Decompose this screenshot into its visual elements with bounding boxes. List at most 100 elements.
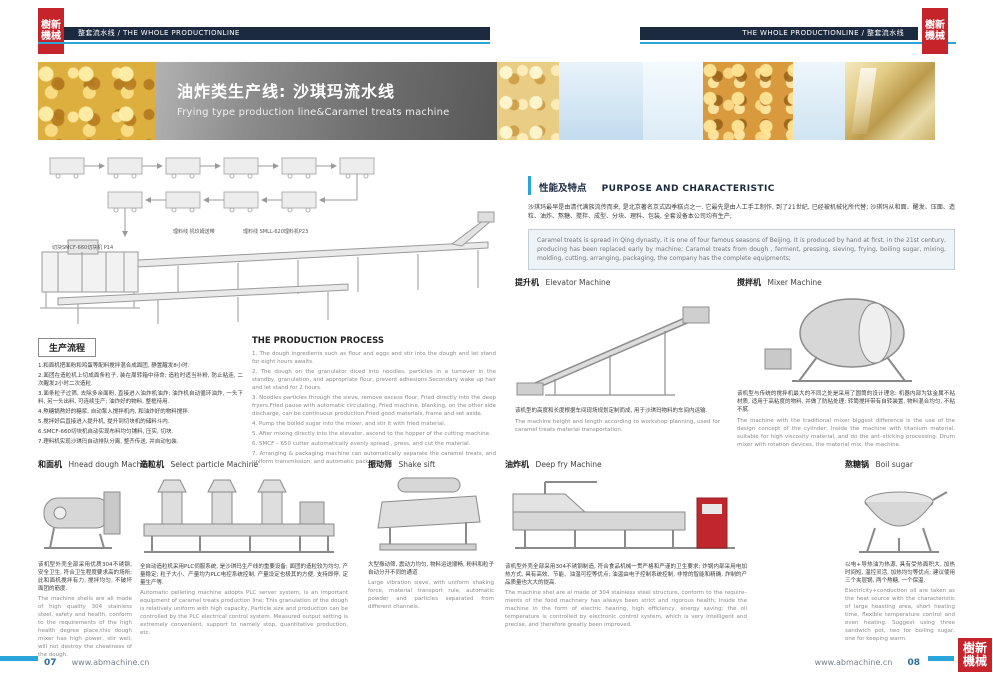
fry-desc-en: The machine shel are al made of 304 stai… bbox=[505, 589, 747, 628]
boil-desc: 以电+导热油为热源, 具有受热面积大, 加热时间短, 温控灵活, 加热均匀等优点… bbox=[845, 562, 955, 644]
diagram-label-feed-line: 理料线 机玖姆送带 bbox=[173, 229, 215, 235]
website-link-left[interactable]: www.abmachine.cn bbox=[71, 658, 150, 667]
knead-photo bbox=[38, 472, 132, 558]
particle-name-en: Select particle Machine bbox=[170, 460, 259, 469]
particle-illustration bbox=[143, 479, 335, 553]
banner-photo-fried-1 bbox=[497, 62, 559, 140]
process-step-en: 1. The dough ingredients such as flour a… bbox=[252, 351, 496, 365]
page-number-left: 07 bbox=[44, 658, 57, 668]
shake-name-en: Shake sift bbox=[398, 460, 436, 469]
process-title-zh: 生产流程 bbox=[38, 338, 97, 357]
purpose-text-zh: 沙琪玛最早是由清代满族流传而来, 是北京著名京式四季糕点之一. 它最先是由人工手… bbox=[528, 204, 955, 220]
elevator-illustration bbox=[516, 306, 710, 396]
footer-bar-right bbox=[928, 656, 954, 661]
mixer-name-zh: 搅拌机 bbox=[737, 278, 761, 287]
knead-name-en: Hnead dough Machine bbox=[68, 460, 153, 469]
purpose-text-en: Caramel treats is spread in Qing dynasty… bbox=[537, 237, 946, 262]
purpose-title-en: PURPOSE AND CHARACTERISTIC bbox=[601, 184, 775, 194]
particle-name-zh: 造粒机 bbox=[140, 460, 164, 469]
particle-caption: 造粒机 Select particle Machine bbox=[140, 459, 258, 470]
knead-caption: 和面机 Hnead dough Machine bbox=[38, 459, 153, 470]
process-step-en: 2. The dough on the granulator diced int… bbox=[252, 368, 496, 391]
elevator-desc-zh: 该机型的高度和长度根据车间现场规划定制而成, 用于沙琪玛物料的车间内运输. bbox=[515, 408, 708, 414]
mixer-desc-en: The machine with the traditional mixer b… bbox=[737, 417, 955, 448]
process-step-zh: 1.和面机把面粉和鸡蛋等配料搅拌混合成面团, 静置醒发8小时. bbox=[38, 363, 190, 369]
process-step-en: 6. SMCF – 650 cutter automatically evenl… bbox=[252, 440, 471, 447]
shake-photo bbox=[368, 472, 493, 558]
fry-caption: 油炸机 Deep fry Machine bbox=[505, 459, 602, 470]
fry-name-zh: 油炸机 bbox=[505, 460, 529, 469]
knead-desc: 该机型外壳全部采用优质304不锈钢, 安全卫生, 符合卫生程度要求高的场所; 此… bbox=[38, 562, 132, 660]
mixer-photo bbox=[737, 291, 955, 387]
purpose-title: 性能及特点 PURPOSE AND CHARACTERISTIC bbox=[528, 176, 955, 195]
brand-seal-text: 樹新機械 bbox=[962, 641, 987, 668]
header-bar-left: 整套流水线 / THE WHOLE PRODUCTIONLINE bbox=[64, 27, 490, 40]
particle-desc: 全自动造粒机采用PLC伺服系统, 是沙琪玛生产线的重要设备; 面团的造粒较为均匀… bbox=[140, 564, 348, 638]
brand-seal-top-right: 樹新機械 bbox=[922, 8, 948, 54]
fry-desc-zh: 该机型外壳全部采用304不锈钢制造, 符合食品机械一贯严格和严谨的卫生要求; 炸… bbox=[505, 564, 747, 586]
knead-name-zh: 和面机 bbox=[38, 460, 62, 469]
shake-caption: 振动筛 Shake sift bbox=[368, 459, 435, 470]
fry-name-en: Deep fry Machine bbox=[535, 460, 602, 469]
shake-illustration bbox=[377, 477, 481, 551]
process-step-zh: 7.理料机实现沙琪玛自动排队分离, 整齐传送, 并自动包装. bbox=[38, 438, 179, 445]
mixer-name-en: Mixer Machine bbox=[767, 278, 822, 287]
brand-seal-bottom-right: 樹新機械 bbox=[958, 638, 992, 672]
header-right-label: THE WHOLE PRODUCTIONLINE / 整套流水线 bbox=[742, 29, 904, 37]
process-step-zh: 5.搅拌好后直接进入提升机, 提升到切块机的储料斗内. bbox=[38, 418, 170, 425]
elevator-name-en: Elevator Machine bbox=[545, 278, 611, 287]
purpose-section: 性能及特点 PURPOSE AND CHARACTERISTIC 沙琪玛最早是由… bbox=[528, 176, 955, 270]
process-zh-column: 生产流程 1.和面机把面粉和鸡蛋等配料搅拌混合成面团, 静置醒发8小时. 2.面… bbox=[38, 336, 243, 449]
elevator-caption: 提升机 Elevator Machine bbox=[515, 277, 610, 288]
purpose-title-zh: 性能及特点 bbox=[539, 183, 587, 194]
mixer-desc-zh: 该机型与传统的搅拌机最大的不同之处是采用了圆筒的设计理念: 机器内部为钛金属不粘… bbox=[737, 391, 955, 413]
banner-photo-sachima bbox=[38, 62, 155, 140]
banner-photo-package bbox=[845, 62, 935, 140]
shake-name-zh: 振动筛 bbox=[368, 460, 392, 469]
page-title-en: Frying type production line&Caramel trea… bbox=[177, 107, 450, 118]
fry-photo bbox=[505, 472, 747, 560]
process-step-zh: 6.SMCF-660切块机自动实现布料均匀铺料, 压实, 切块. bbox=[38, 428, 174, 435]
elevator-photo bbox=[515, 291, 725, 403]
process-step-en: 3. Noodles particles through the sieve, … bbox=[252, 394, 496, 417]
purpose-en-box: Caramel treats is spread in Qing dynasty… bbox=[528, 229, 955, 270]
page-number-right: 08 bbox=[907, 658, 920, 668]
banner-title-block: 油炸类生产线: 沙琪玛流水线 Frying type production li… bbox=[155, 62, 497, 140]
banner-panel-blue-3 bbox=[793, 62, 845, 140]
process-step-zh: 3.面条粒子过筛, 去除多余面粉, 直接进入油炸机油炸; 油炸机自动循环油炸, … bbox=[38, 390, 243, 405]
boil-photo bbox=[845, 472, 953, 558]
footer-bar-left bbox=[0, 656, 38, 661]
boil-desc-zh: 以电+导热油为热源, 具有受热面积大, 加热时间短, 温控灵活, 加热均匀等优点… bbox=[845, 562, 955, 584]
mixer-caption: 搅拌机 Mixer Machine bbox=[737, 277, 822, 288]
particle-desc-en: Automatic pelleting machine adopts PLC s… bbox=[140, 589, 348, 636]
header-rule-right bbox=[640, 42, 956, 44]
boil-illustration bbox=[859, 491, 948, 553]
brand-seal-top-left: 樹新機械 bbox=[38, 8, 64, 54]
banner-panel-blue-1 bbox=[559, 62, 643, 140]
diagram-label-arrange-line: 理料线 SMLL-620理料机P23 bbox=[243, 229, 309, 235]
diagram-label-cutter: 切块SMCF-660切块机 P14 bbox=[52, 245, 114, 251]
knead-illustration bbox=[43, 491, 121, 549]
website-link-right[interactable]: www.abmachine.cn bbox=[814, 658, 893, 667]
particle-desc-zh: 全自动造粒机采用PLC伺服系统, 是沙琪玛生产线的重要设备; 面团的造粒较为均匀… bbox=[140, 564, 348, 586]
process-title-en: THE PRODUCTION PROCESS bbox=[252, 336, 385, 346]
knead-desc-zh: 该机型外壳全部采用优质304不锈钢, 安全卫生, 符合卫生程度要求高的场所; 此… bbox=[38, 562, 132, 592]
process-step-zh: 2.面团在造粒机上切成面条粒子, 装在周转箱中待命; 造粒时适当补粉, 防止粘连… bbox=[38, 372, 243, 387]
elevator-desc-en: The machine height and length according … bbox=[515, 418, 720, 433]
footer-right: www.abmachine.cn 08 bbox=[780, 650, 920, 669]
shake-desc-en: Large vibration sieve, with uniform shak… bbox=[368, 579, 494, 610]
production-line-diagram: 理料线 机玖姆送带 理料线 SMLL-620理料机P23 切块SMCF-660切… bbox=[38, 148, 496, 333]
process-en-column: THE PRODUCTION PROCESS 1. The dough ingr… bbox=[252, 336, 496, 469]
boil-name-zh: 熬糖锅 bbox=[845, 460, 869, 469]
mixer-desc: 该机型与传统的搅拌机最大的不同之处是采用了圆筒的设计理念: 机器内部为钛金属不粘… bbox=[737, 391, 955, 450]
banner-panel-blue-2 bbox=[643, 62, 703, 140]
elevator-desc: 该机型的高度和长度根据车间现场规划定制而成, 用于沙琪玛物料的车间内运输. Th… bbox=[515, 408, 720, 435]
process-step-en: 7. Arranging & packaging machine can aut… bbox=[252, 450, 496, 465]
shake-desc: 大型振动筛, 震动力均匀, 物料运送顺畅, 粉料和粒子自动分开不同的通道 Lar… bbox=[368, 562, 494, 612]
banner-photo-fried-2 bbox=[703, 62, 793, 140]
production-line-flowchart-drawing bbox=[40, 157, 495, 324]
header-bar-right: THE WHOLE PRODUCTIONLINE / 整套流水线 bbox=[640, 27, 918, 40]
process-step-en: 5. After mixing directly into the elevat… bbox=[252, 430, 491, 437]
page-title-zh: 油炸类生产线: 沙琪玛流水线 bbox=[177, 82, 395, 101]
